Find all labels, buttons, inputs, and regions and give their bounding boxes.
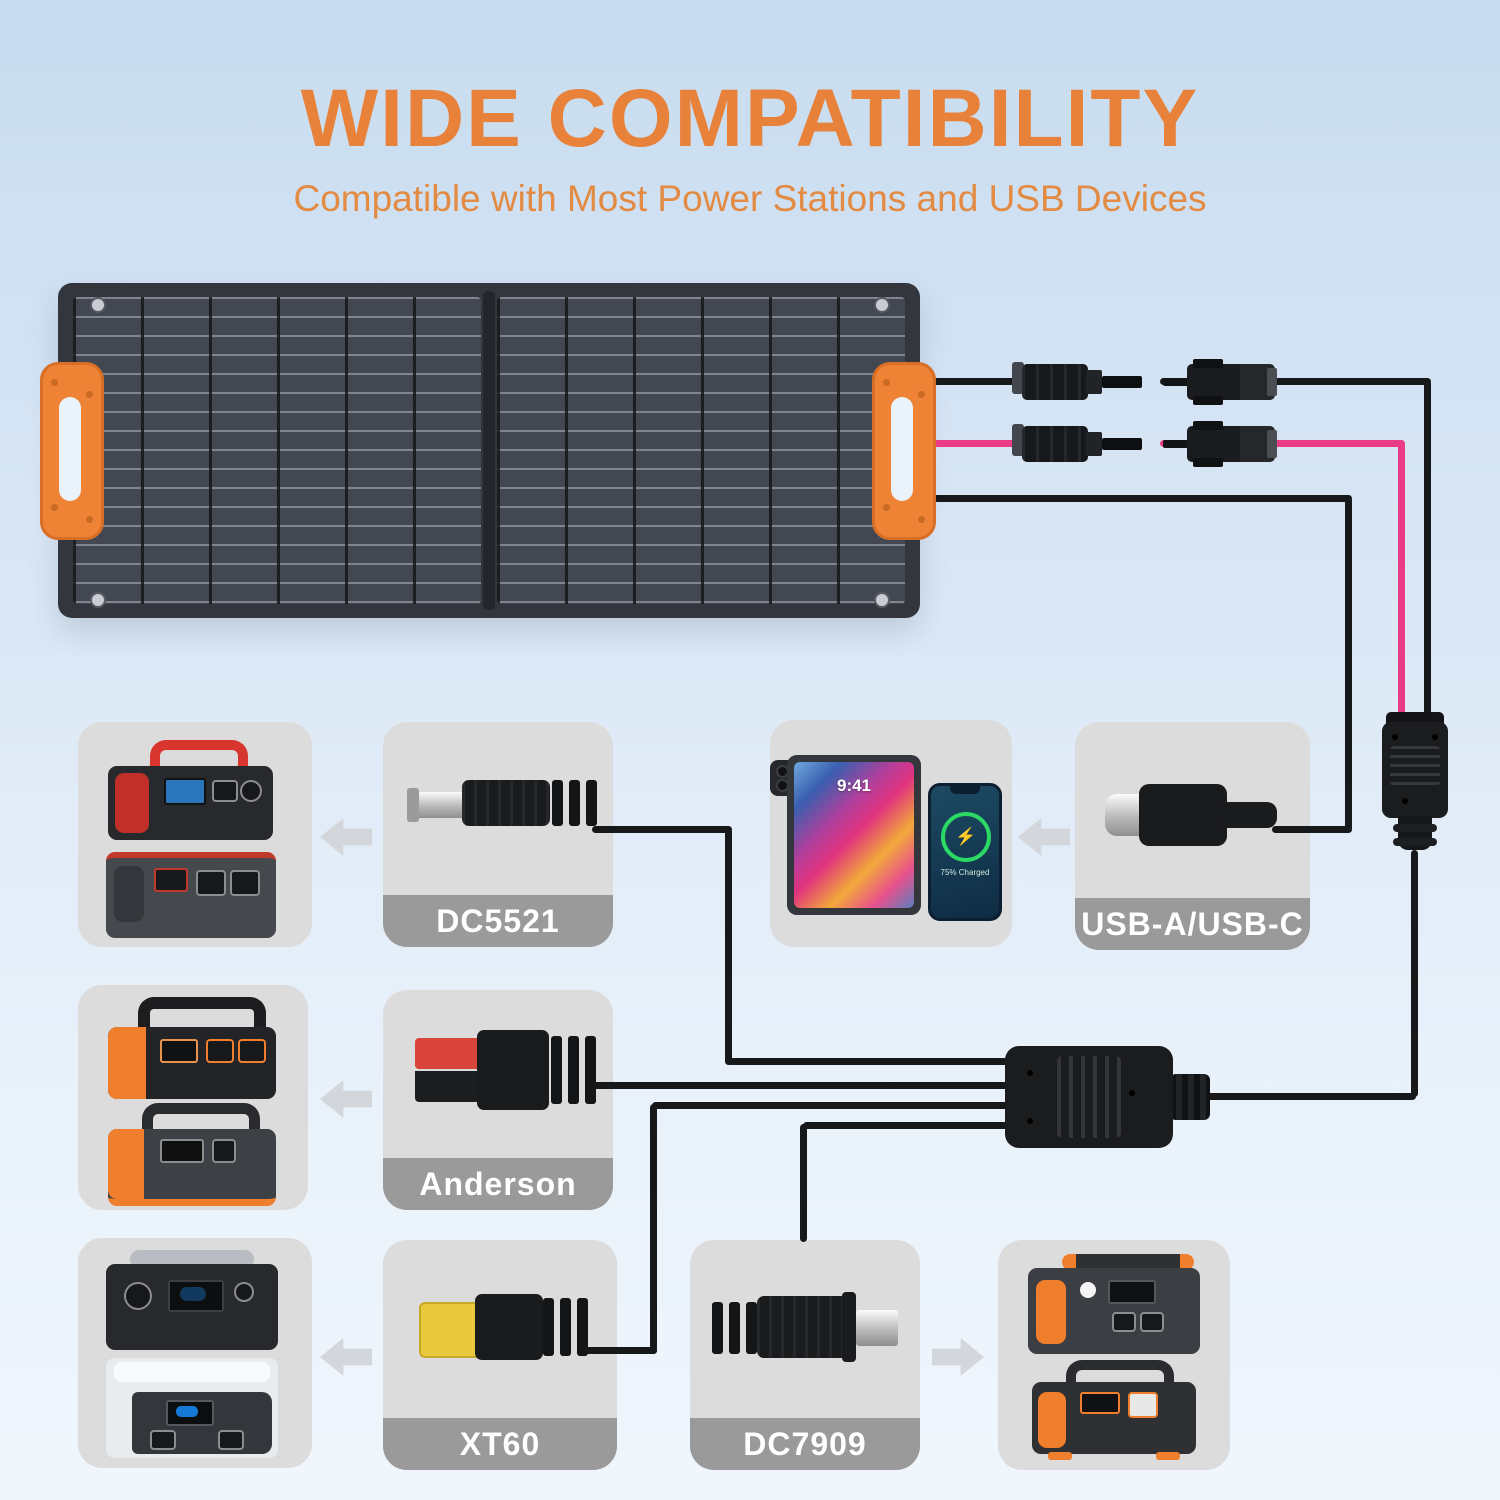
splitter-wire-xt60 — [585, 1347, 657, 1354]
splitter-strain-relief — [1170, 1074, 1210, 1120]
power-station-white — [106, 1358, 278, 1462]
mc4-connector-male — [1163, 359, 1293, 405]
arrow-right-icon — [932, 1338, 984, 1376]
connector-box-dc5521: DC5521 — [383, 722, 613, 947]
phone-notch — [950, 786, 980, 794]
handle-cutout — [891, 397, 913, 501]
dc7909-plug — [690, 1240, 920, 1418]
tablet: 9:41 — [787, 755, 921, 915]
power-station-orange-gray-b — [1032, 1360, 1196, 1460]
pv-cable-red — [1398, 442, 1405, 720]
usb-c-plug — [1075, 722, 1310, 898]
splitter-wire-dc7909 — [800, 1124, 807, 1242]
arrow-left-icon — [320, 1080, 372, 1118]
arrow-left-icon — [1018, 818, 1070, 856]
mc4-connector-male — [1163, 421, 1293, 467]
panel-handle-right — [872, 362, 936, 540]
phone: ⚡ 75% Charged — [928, 783, 1002, 921]
connector-label-usb: USB-A/USB-C — [1075, 898, 1310, 950]
splitter-wire-xt60 — [650, 1104, 657, 1354]
mc4-to-dc-adapter — [1382, 712, 1448, 862]
solar-panel-section-left — [73, 297, 481, 604]
panel-handle-left — [40, 362, 104, 540]
panel-screw — [90, 297, 106, 313]
power-stations-group-4 — [998, 1240, 1230, 1470]
dc5521-plug — [383, 722, 613, 895]
tablet-clock: 9:41 — [836, 776, 872, 795]
power-station-red-black — [108, 740, 273, 840]
connector-box-anderson: Anderson — [383, 990, 613, 1210]
connector-box-xt60: XT60 — [383, 1240, 617, 1470]
pv-cable-black-2 — [1345, 497, 1352, 831]
anderson-plug — [383, 990, 613, 1158]
charging-ring-icon: ⚡ — [941, 812, 991, 862]
pv-cable-black-1 — [1424, 380, 1431, 720]
mc4-connector-female — [1012, 424, 1142, 464]
solar-panel — [58, 283, 920, 618]
connector-box-dc7909: DC7909 — [690, 1240, 920, 1470]
xt60-plug — [383, 1240, 617, 1418]
adapter-output-cable — [1411, 850, 1418, 1097]
power-stations-group-1 — [78, 722, 312, 947]
panel-screw — [90, 592, 106, 608]
handle-cutout — [59, 397, 81, 501]
arrow-left-icon — [320, 818, 372, 856]
tablet-screen: 9:41 — [794, 762, 914, 908]
power-station-orange-gray-a — [1028, 1254, 1200, 1354]
power-station-orange-a — [108, 997, 276, 1099]
splitter-wire-dc5521 — [592, 826, 732, 833]
connector-label-anderson: Anderson — [383, 1158, 613, 1210]
pv-cable-black-2 — [916, 495, 1352, 502]
usb-adapter-stub — [1272, 826, 1352, 833]
splitter-wire-dc7909 — [803, 1122, 1010, 1129]
pv-cable-red — [1160, 440, 1405, 447]
pv-cable-black-1 — [1160, 378, 1431, 385]
panel-screw — [874, 297, 890, 313]
power-stations-group-2 — [78, 985, 308, 1210]
splitter-wire-dc5521 — [725, 828, 732, 1065]
one-to-four-splitter — [1005, 1046, 1173, 1148]
solar-panel-hinge — [483, 291, 495, 610]
page-title: WIDE COMPATIBILITY — [300, 73, 1200, 164]
splitter-input-cable — [1204, 1093, 1416, 1100]
panel-screw — [874, 592, 890, 608]
splitter-wire-xt60 — [652, 1102, 1010, 1109]
solar-panel-section-right — [497, 297, 905, 604]
mc4-connector-female — [1012, 362, 1142, 402]
power-station-gray-red — [106, 844, 276, 938]
arrow-left-icon — [320, 1338, 372, 1376]
connector-label-dc5521: DC5521 — [383, 895, 613, 947]
power-station-orange-b — [108, 1103, 276, 1206]
connector-label-dc7909: DC7909 — [690, 1418, 920, 1470]
connector-box-usb: USB-A/USB-C — [1075, 722, 1310, 950]
power-station-dark — [106, 1250, 278, 1350]
power-stations-group-3 — [78, 1238, 312, 1468]
splitter-wire-dc5521 — [727, 1058, 1010, 1065]
phone-charge-status: 75% Charged — [940, 868, 990, 877]
splitter-wire-anderson — [592, 1082, 1010, 1089]
connector-label-xt60: XT60 — [383, 1418, 617, 1470]
page-subtitle: Compatible with Most Power Stations and … — [293, 178, 1207, 219]
